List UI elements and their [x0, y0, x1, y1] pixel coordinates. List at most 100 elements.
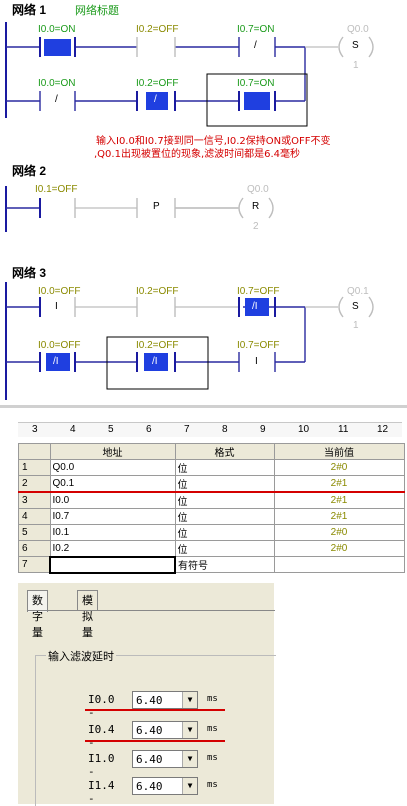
address-cell[interactable]: I0.7: [49, 508, 176, 525]
ruler-tick: 4: [70, 424, 76, 435]
contact-n3-r1-i02[interactable]: [136, 297, 176, 317]
table-row[interactable]: 4 I0.7 位 2#1: [18, 508, 405, 525]
value-cell: 2#1: [273, 508, 405, 525]
filter-unit: ms: [207, 724, 218, 734]
label-n3-r2-c1: I0.0=OFF: [38, 340, 81, 351]
value-cell: 2#0: [273, 540, 405, 557]
red-underline: [85, 740, 225, 742]
filter-value: 6.40: [136, 694, 163, 707]
filter-select-i04[interactable]: 6.40 ▼: [132, 721, 198, 739]
column-header-value[interactable]: 当前值: [273, 443, 405, 460]
value-cell: 2#0: [273, 459, 405, 476]
pane-separator[interactable]: [0, 405, 407, 408]
address-cell[interactable]: I0.2: [49, 540, 176, 557]
label-n3-r2-c3: I0.7=OFF: [237, 340, 280, 351]
row-index: 5: [18, 524, 51, 541]
format-cell[interactable]: 位: [174, 491, 275, 509]
sym-n3-r2-c3: I: [255, 356, 258, 367]
label-n3-r1-c3: I0.7=OFF: [237, 286, 280, 297]
contact-n3-r2-i07[interactable]: [238, 352, 276, 372]
label-n3-r1-c2: I0.2=OFF: [136, 286, 179, 297]
sym-n1-r2-c1: /: [55, 94, 58, 105]
ruler-tick: 5: [108, 424, 114, 435]
format-cell[interactable]: 位: [174, 475, 275, 493]
address-cell[interactable]: I0.1: [49, 524, 176, 541]
address-cell[interactable]: Q0.1: [49, 475, 176, 493]
filter-select-i00[interactable]: 6.40 ▼: [132, 691, 198, 709]
format-cell[interactable]: 位: [174, 459, 275, 476]
format-cell[interactable]: 位: [174, 540, 275, 557]
contact-n3-r1-i07[interactable]: [238, 297, 276, 317]
label-n3-r1-c1: I0.0=OFF: [38, 286, 81, 297]
filter-unit: ms: [207, 753, 218, 763]
filter-key: I0.4 -: [88, 723, 115, 749]
label-n1-r2-c2: I0.2=OFF: [136, 78, 179, 89]
chevron-down-icon[interactable]: ▼: [182, 778, 197, 794]
annotation-line-1: 输入I0.0和I0.7接到同一信号,I0.2保持ON或OFF不变: [96, 136, 331, 147]
sym-n2-c2: P: [153, 201, 160, 212]
table-row[interactable]: 6 I0.2 位 2#0: [18, 540, 405, 557]
contact-n1-r1-i02[interactable]: [136, 37, 176, 57]
value-cell: 2#0: [273, 524, 405, 541]
row-index: 4: [18, 508, 51, 525]
contact-n1-r1-i07[interactable]: [238, 37, 276, 57]
column-header-format[interactable]: 格式: [174, 443, 275, 460]
table-row[interactable]: 5 I0.1 位 2#0: [18, 524, 405, 541]
ruler-tick: 9: [260, 424, 266, 435]
tab-analog[interactable]: 模拟量: [77, 590, 98, 639]
tab-digital[interactable]: 数字量: [27, 590, 48, 639]
ruler-tick: 10: [298, 424, 310, 435]
format-cell[interactable]: 位: [174, 524, 275, 541]
row-index: 2: [18, 475, 51, 493]
label-n1-r2-c3: I0.7=ON: [237, 78, 275, 89]
label-n1-r1-c1: I0.0=ON: [38, 24, 76, 35]
format-cell[interactable]: 有符号: [174, 556, 275, 573]
ruler-tick: 3: [32, 424, 38, 435]
table-row[interactable]: 7 有符号: [18, 555, 405, 574]
annotation-line-2: ,Q0.1出现被置位的现象,滤波时间都是6.4毫秒: [94, 149, 301, 160]
filter-unit: ms: [207, 694, 218, 704]
contact-n1-r1-i00[interactable]: [39, 37, 76, 57]
contact-n1-r2-i02[interactable]: [136, 91, 176, 111]
red-underline: [85, 709, 225, 711]
coil-n3-op: S: [352, 301, 359, 312]
ruler-tick: 12: [377, 424, 389, 435]
table-row[interactable]: 3 I0.0 位 2#1: [18, 491, 405, 509]
filter-value: 6.40: [136, 753, 163, 766]
filter-select-i10[interactable]: 6.40 ▼: [132, 750, 198, 768]
contact-n3-r1-i00[interactable]: [39, 297, 76, 317]
filter-key: I0.0 -: [88, 693, 115, 719]
value-cell: 2#1: [273, 491, 405, 509]
label-n2-c1: I0.1=OFF: [35, 184, 78, 195]
ruler-tick: 6: [146, 424, 152, 435]
tab-divider: [27, 610, 275, 611]
contact-n3-r2-i00[interactable]: [39, 352, 76, 372]
table-row[interactable]: 2 Q0.1 位 2#1: [18, 475, 405, 493]
format-cell[interactable]: 位: [174, 508, 275, 525]
coil-n3-q01[interactable]: [338, 296, 374, 318]
chevron-down-icon[interactable]: ▼: [182, 722, 197, 738]
filter-select-i14[interactable]: 6.40 ▼: [132, 777, 198, 795]
coil-n2-name: Q0.0: [247, 184, 269, 195]
chevron-down-icon[interactable]: ▼: [182, 751, 197, 767]
address-cell[interactable]: I0.0: [49, 491, 176, 509]
coil-n2-q00[interactable]: [175, 197, 274, 219]
filter-key: I1.0 -: [88, 752, 115, 778]
sym-n1-r1-c3: /: [254, 40, 257, 51]
contact-n3-r2-i02[interactable]: [136, 352, 176, 372]
address-cell[interactable]: Q0.0: [49, 459, 176, 476]
column-header-address[interactable]: 地址: [49, 443, 176, 460]
row-index: 6: [18, 540, 51, 557]
coil-n1-q00[interactable]: [338, 36, 374, 58]
contact-n2-i01[interactable]: [39, 198, 76, 218]
ruler-tick: 11: [338, 424, 349, 435]
table-row[interactable]: 1 Q0.0 位 2#0: [18, 459, 405, 476]
address-cell[interactable]: [49, 555, 176, 574]
contact-n1-r2-i00[interactable]: [39, 91, 76, 111]
filter-value: 6.40: [136, 780, 163, 793]
contact-n1-r2-i07[interactable]: [238, 91, 276, 111]
table-header-row: 地址 格式 当前值: [18, 443, 405, 460]
chevron-down-icon[interactable]: ▼: [182, 692, 197, 708]
filter-value: 6.40: [136, 724, 163, 737]
coil-n3-name: Q0.1: [347, 286, 369, 297]
